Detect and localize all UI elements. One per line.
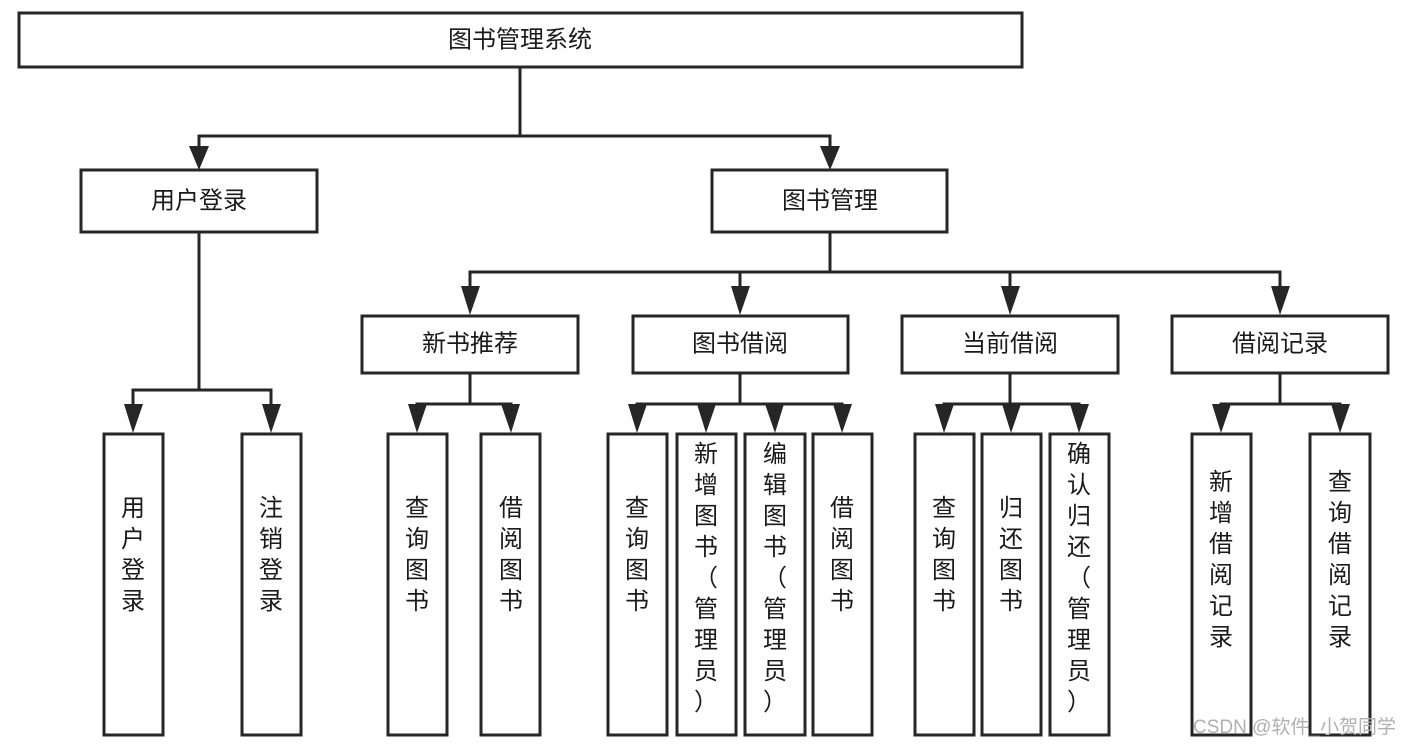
arrowhead-leaf-logout-login bbox=[262, 404, 281, 433]
node-leaf-query-book-2[interactable]: 查询图书 bbox=[606, 432, 669, 737]
node-leaf-user-login-label: 用户登录 bbox=[121, 495, 145, 615]
arrowhead-leaf-user-login bbox=[124, 404, 143, 433]
node-leaf-borrow-book-1-box[interactable] bbox=[479, 432, 542, 737]
csdn-watermark: CSDN @软件_小贺同学 bbox=[1193, 716, 1396, 738]
node-leaf-borrow-book-2-label: 借阅图书 bbox=[830, 495, 854, 615]
arrowhead-leaf-confirm-return bbox=[1070, 404, 1089, 433]
node-leaf-confirm-return-label: 确认归还（管理员） bbox=[1067, 441, 1091, 716]
node-new-book-recommend-box[interactable] bbox=[360, 314, 580, 375]
node-leaf-borrow-book-2-box[interactable] bbox=[811, 432, 874, 737]
node-leaf-user-login[interactable]: 用户登录 bbox=[102, 432, 165, 737]
node-current-borrow-label: 当前借阅 bbox=[962, 330, 1058, 357]
arrowhead-book-borrow bbox=[731, 286, 750, 315]
node-borrow-record-label: 借阅记录 bbox=[1232, 330, 1328, 357]
node-leaf-edit-book-label: 编辑图书（管理员） bbox=[763, 441, 787, 716]
node-current-borrow[interactable]: 当前借阅 bbox=[900, 314, 1120, 375]
arrowhead-leaf-query-borrow-record bbox=[1331, 404, 1350, 433]
node-system-root-box[interactable] bbox=[17, 11, 1024, 69]
node-leaf-query-book-3[interactable]: 查询图书 bbox=[913, 432, 976, 737]
node-leaf-borrow-book-1-label: 借阅图书 bbox=[499, 495, 523, 615]
node-leaf-add-borrow-record[interactable]: 新增借阅记录 bbox=[1190, 432, 1253, 737]
node-leaf-add-book-box[interactable] bbox=[675, 432, 738, 737]
node-leaf-query-borrow-record-box[interactable] bbox=[1308, 432, 1372, 737]
node-user-login-label: 用户登录 bbox=[151, 187, 247, 214]
node-leaf-return-book-label: 归还图书 bbox=[999, 495, 1023, 615]
arrowhead-new-book-recommend bbox=[461, 286, 480, 315]
node-book-management-box[interactable] bbox=[710, 168, 949, 234]
node-leaf-logout-login-box[interactable] bbox=[240, 432, 303, 737]
node-book-borrow[interactable]: 图书借阅 bbox=[631, 314, 850, 375]
node-borrow-record[interactable]: 借阅记录 bbox=[1170, 314, 1390, 375]
arrowhead-user-login bbox=[189, 146, 209, 170]
node-system-root-label: 图书管理系统 bbox=[448, 26, 592, 53]
node-leaf-query-book-1-label: 查询图书 bbox=[405, 495, 429, 615]
node-leaf-add-book-label: 新增图书（管理员） bbox=[694, 441, 718, 716]
node-new-book-recommend[interactable]: 新书推荐 bbox=[360, 314, 580, 375]
node-borrow-record-box[interactable] bbox=[1170, 314, 1390, 375]
node-leaf-add-book[interactable]: 新增图书（管理员） bbox=[675, 432, 738, 737]
node-leaf-edit-book[interactable]: 编辑图书（管理员） bbox=[743, 432, 807, 737]
node-leaf-user-login-box[interactable] bbox=[102, 432, 165, 737]
node-leaf-logout-login[interactable]: 注销登录 bbox=[240, 432, 303, 737]
arrowhead-current-borrow bbox=[1001, 286, 1020, 315]
arrowhead-leaf-add-book bbox=[697, 404, 716, 433]
node-leaf-borrow-book-1[interactable]: 借阅图书 bbox=[479, 432, 542, 737]
node-leaf-return-book-box[interactable] bbox=[980, 432, 1043, 737]
node-leaf-add-borrow-record-label: 新增借阅记录 bbox=[1209, 469, 1233, 651]
node-user-login[interactable]: 用户登录 bbox=[79, 168, 319, 234]
arrowhead-leaf-query-book-1 bbox=[408, 404, 427, 433]
node-leaf-query-book-1-box[interactable] bbox=[386, 432, 449, 737]
node-user-login-box[interactable] bbox=[79, 168, 319, 234]
node-system-root[interactable]: 图书管理系统 bbox=[17, 11, 1024, 69]
arrowhead-leaf-edit-book bbox=[765, 404, 784, 433]
node-leaf-confirm-return[interactable]: 确认归还（管理员） bbox=[1048, 432, 1111, 737]
node-leaf-confirm-return-box[interactable] bbox=[1048, 432, 1111, 737]
node-book-borrow-box[interactable] bbox=[631, 314, 850, 375]
arrowhead-leaf-add-borrow-record bbox=[1212, 404, 1231, 433]
node-new-book-recommend-label: 新书推荐 bbox=[422, 330, 518, 357]
node-leaf-query-borrow-record[interactable]: 查询借阅记录 bbox=[1308, 432, 1372, 737]
arrowhead-leaf-query-book-3 bbox=[935, 404, 954, 433]
node-leaf-logout-login-label: 注销登录 bbox=[259, 495, 283, 615]
node-current-borrow-box[interactable] bbox=[900, 314, 1120, 375]
node-book-borrow-label: 图书借阅 bbox=[692, 330, 788, 357]
node-leaf-query-book-2-label: 查询图书 bbox=[625, 495, 649, 615]
arrowhead-leaf-return-book bbox=[1002, 404, 1021, 433]
arrowhead-leaf-query-book-2 bbox=[628, 404, 647, 433]
node-leaf-add-borrow-record-box[interactable] bbox=[1190, 432, 1253, 737]
arrowhead-leaf-borrow-book-2 bbox=[833, 404, 852, 433]
node-leaf-query-book-1[interactable]: 查询图书 bbox=[386, 432, 449, 737]
connector-layer bbox=[124, 65, 1350, 433]
arrowhead-borrow-record bbox=[1271, 286, 1290, 315]
node-leaf-query-borrow-record-label: 查询借阅记录 bbox=[1328, 469, 1352, 651]
node-leaf-borrow-book-2[interactable]: 借阅图书 bbox=[811, 432, 874, 737]
node-leaf-query-book-3-label: 查询图书 bbox=[932, 495, 956, 615]
arrowhead-book-management bbox=[820, 146, 840, 170]
node-leaf-edit-book-box[interactable] bbox=[743, 432, 807, 737]
node-book-management[interactable]: 图书管理 bbox=[710, 168, 949, 234]
node-leaf-return-book[interactable]: 归还图书 bbox=[980, 432, 1043, 737]
arrowhead-leaf-borrow-book-1 bbox=[501, 404, 520, 433]
node-book-management-label: 图书管理 bbox=[782, 187, 878, 214]
node-leaf-query-book-2-box[interactable] bbox=[606, 432, 669, 737]
node-leaf-query-book-3-box[interactable] bbox=[913, 432, 976, 737]
